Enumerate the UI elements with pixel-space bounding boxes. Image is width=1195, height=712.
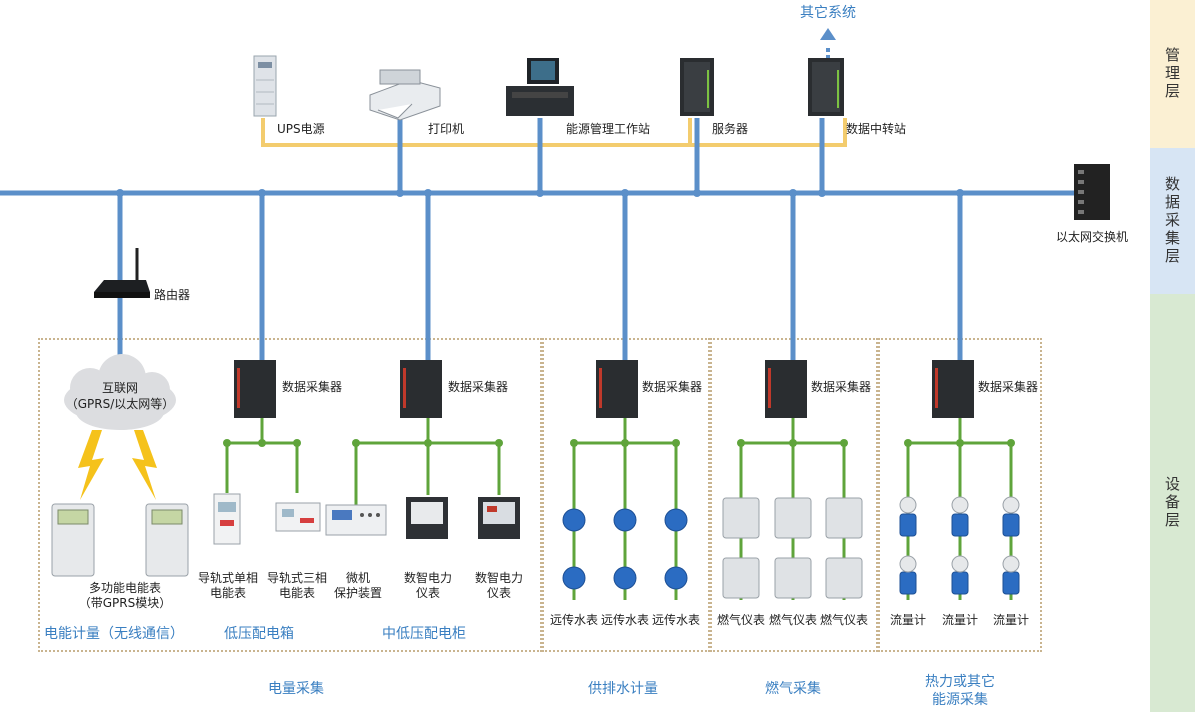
meter-label-2: （带GPRS模块）: [78, 596, 172, 610]
water-label-1: 远传水表: [549, 613, 599, 627]
water-label-2: 远传水表: [600, 613, 650, 627]
printer-label: 打印机: [428, 122, 465, 136]
collector-leds: [237, 368, 938, 408]
group-heat-label-2: 能源采集: [932, 692, 988, 708]
digi1-label-1: 数智电力: [403, 571, 453, 585]
other-systems-arrow: [820, 28, 836, 60]
rail-three-label-1: 导轨式三相: [266, 571, 328, 585]
collector-label-1: 数据采集器: [282, 380, 343, 394]
digi1-label-2: 仪表: [415, 586, 441, 600]
digital-meter-icon-2: [478, 497, 520, 539]
field-junctions: [223, 439, 1015, 447]
switch-icon: [1074, 164, 1110, 220]
lightning-icon: [78, 430, 157, 500]
other-systems-label: 其它系统: [800, 5, 856, 21]
bus-junctions: [116, 189, 964, 197]
section-mid-cabinet: 中低压配电柜: [382, 626, 466, 642]
group-water-label: 供排水计量: [588, 681, 658, 697]
protection-device-icon: [325, 504, 387, 536]
digi2-label-2: 仪表: [486, 586, 512, 600]
flow-meter-icons: [899, 513, 1020, 595]
collector-label-4: 数据采集器: [811, 380, 872, 394]
router-label: 路由器: [154, 288, 191, 302]
rail-three-meter-icon: [275, 502, 321, 532]
group-gas-label: 燃气采集: [765, 681, 821, 697]
collector-icons: [234, 360, 974, 418]
ups-icon: [253, 55, 277, 117]
gas-label-3: 燃气仪表: [819, 613, 869, 627]
cloud-icon: [64, 354, 176, 430]
rail-single-meter-icon: [213, 493, 241, 545]
workstation-icon: [506, 58, 574, 116]
micro-label-1: 微机: [345, 571, 371, 585]
switch-label: 以太网交换机: [1055, 230, 1129, 244]
micro-label-2: 保护装置: [333, 586, 383, 600]
gas-label-2: 燃气仪表: [768, 613, 818, 627]
group-box-power: [38, 338, 542, 652]
group-heat-label-1: 热力或其它: [925, 674, 995, 690]
flow-label-1: 流量计: [889, 613, 927, 627]
collector-label-5: 数据采集器: [978, 380, 1039, 394]
printer-icon: [369, 69, 441, 121]
workstation-label: 能源管理工作站: [566, 122, 651, 136]
collector-label-3: 数据采集器: [642, 380, 703, 394]
flow-label-2: 流量计: [941, 613, 979, 627]
relay-label: 数据中转站: [846, 122, 907, 136]
flow-meter-heads: [899, 496, 1020, 573]
section-low-box: 低压配电箱: [224, 626, 294, 642]
gas-label-1: 燃气仪表: [716, 613, 766, 627]
rail-single-label-2: 电能表: [209, 586, 247, 600]
flow-label-3: 流量计: [992, 613, 1030, 627]
layer-management: 管理层: [1150, 0, 1195, 148]
collector-label-2: 数据采集器: [448, 380, 509, 394]
router-icon: [94, 248, 150, 298]
water-label-3: 远传水表: [651, 613, 701, 627]
layer-device: 设备层: [1150, 294, 1195, 712]
energy-meter-icons: [51, 503, 189, 577]
ethernet-bus: [0, 118, 1080, 376]
gas-meter-icons: [722, 497, 863, 599]
server-label: 服务器: [712, 122, 749, 136]
ups-label: UPS电源: [277, 122, 325, 136]
server-icon: [680, 58, 714, 116]
management-link: [261, 118, 847, 147]
layer-data-acquisition: 数据采集层: [1150, 148, 1195, 294]
section-wireless: 电能计量（无线通信）: [44, 626, 184, 642]
rail-single-label-1: 导轨式单相: [197, 571, 259, 585]
group-power-label: 电量采集: [268, 681, 324, 697]
water-meter-icons: [562, 508, 688, 590]
digital-meter-icon-1: [406, 497, 448, 539]
cloud-label-1: 互联网: [101, 381, 139, 395]
data-relay-icon: [808, 58, 844, 116]
cloud-label-2: （GPRS/以太网等）: [65, 397, 175, 411]
digi2-label-1: 数智电力: [474, 571, 524, 585]
rail-three-label-2: 电能表: [278, 586, 316, 600]
meter-label-1: 多功能电能表: [88, 581, 162, 595]
